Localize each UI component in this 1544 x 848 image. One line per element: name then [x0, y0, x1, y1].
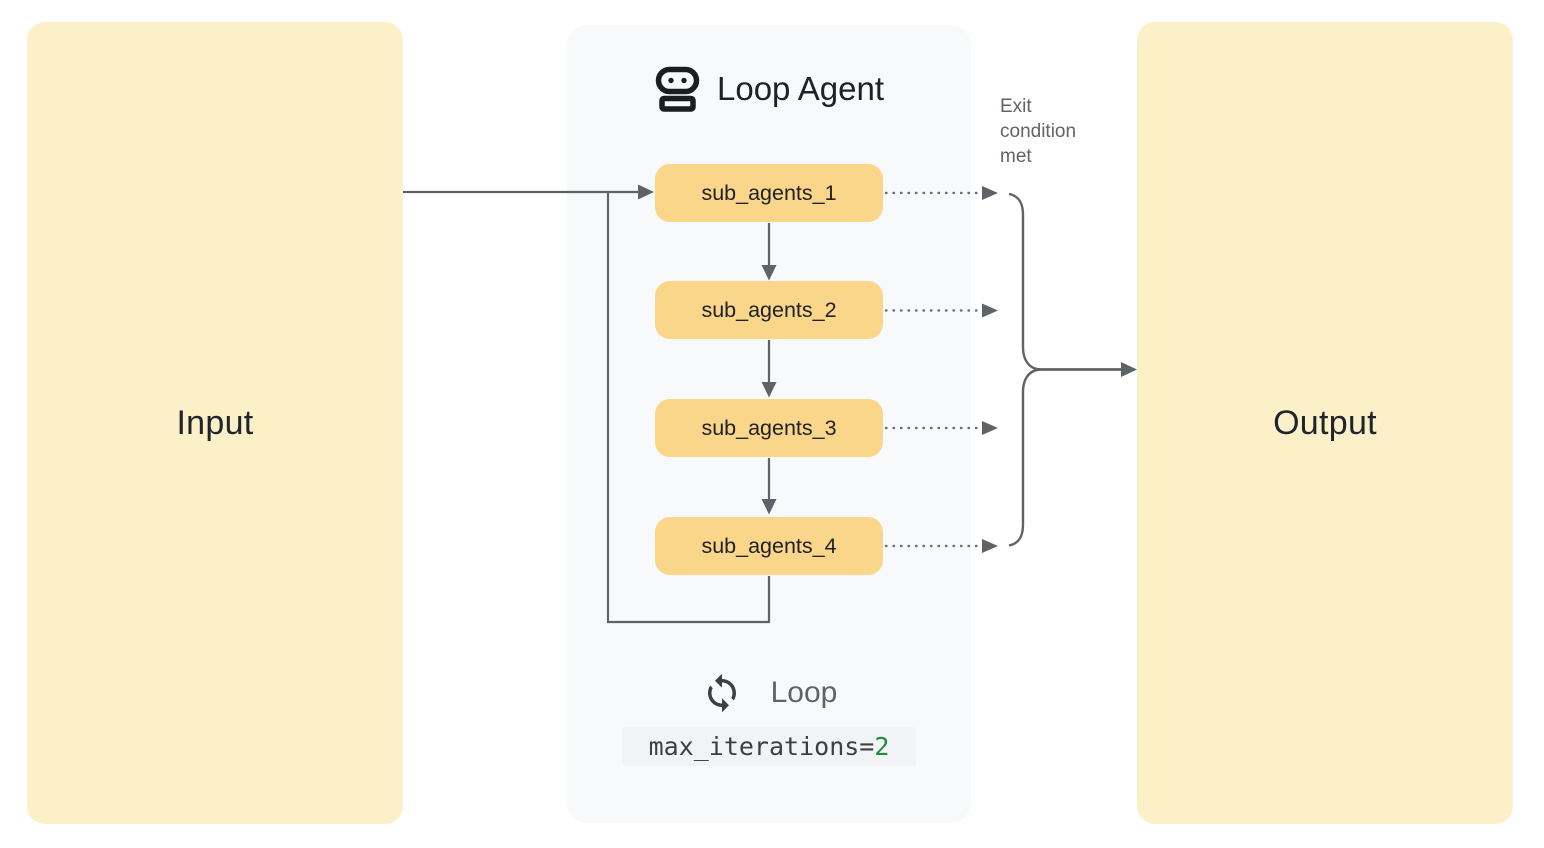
sub-agent-box-1: sub_agents_1: [655, 164, 883, 222]
output-box: Output: [1137, 22, 1513, 824]
code-text: max_iterations=: [648, 732, 875, 761]
code-value: 2: [874, 732, 890, 761]
exit-condition-label: Exit condition met: [1000, 96, 1077, 167]
sub-agent-label-1: sub_agents_1: [701, 180, 837, 205]
sub-agent-label-3: sub_agents_3: [701, 415, 837, 440]
max-iterations-code: max_iterations=2: [622, 727, 916, 766]
sub-agent-box-4: sub_agents_4: [655, 517, 883, 575]
sub-agent-label-4: sub_agents_4: [701, 533, 837, 558]
robot-icon: [654, 66, 701, 112]
loop-label: Loop: [770, 676, 838, 709]
input-label: Input: [176, 403, 254, 442]
loop-agent-header: Loop Agent: [567, 66, 971, 112]
loop-sync-icon: [701, 672, 743, 714]
loop-footer: Loop: [567, 672, 971, 714]
input-box: Input: [27, 22, 403, 824]
sub-agent-box-2: sub_agents_2: [655, 281, 883, 339]
output-label: Output: [1273, 403, 1377, 442]
sub-agent-label-2: sub_agents_2: [701, 297, 837, 322]
loop-agent-title: Loop Agent: [717, 70, 884, 107]
sub-agent-box-3: sub_agents_3: [655, 399, 883, 457]
exit-bracket: [1008, 192, 1137, 547]
